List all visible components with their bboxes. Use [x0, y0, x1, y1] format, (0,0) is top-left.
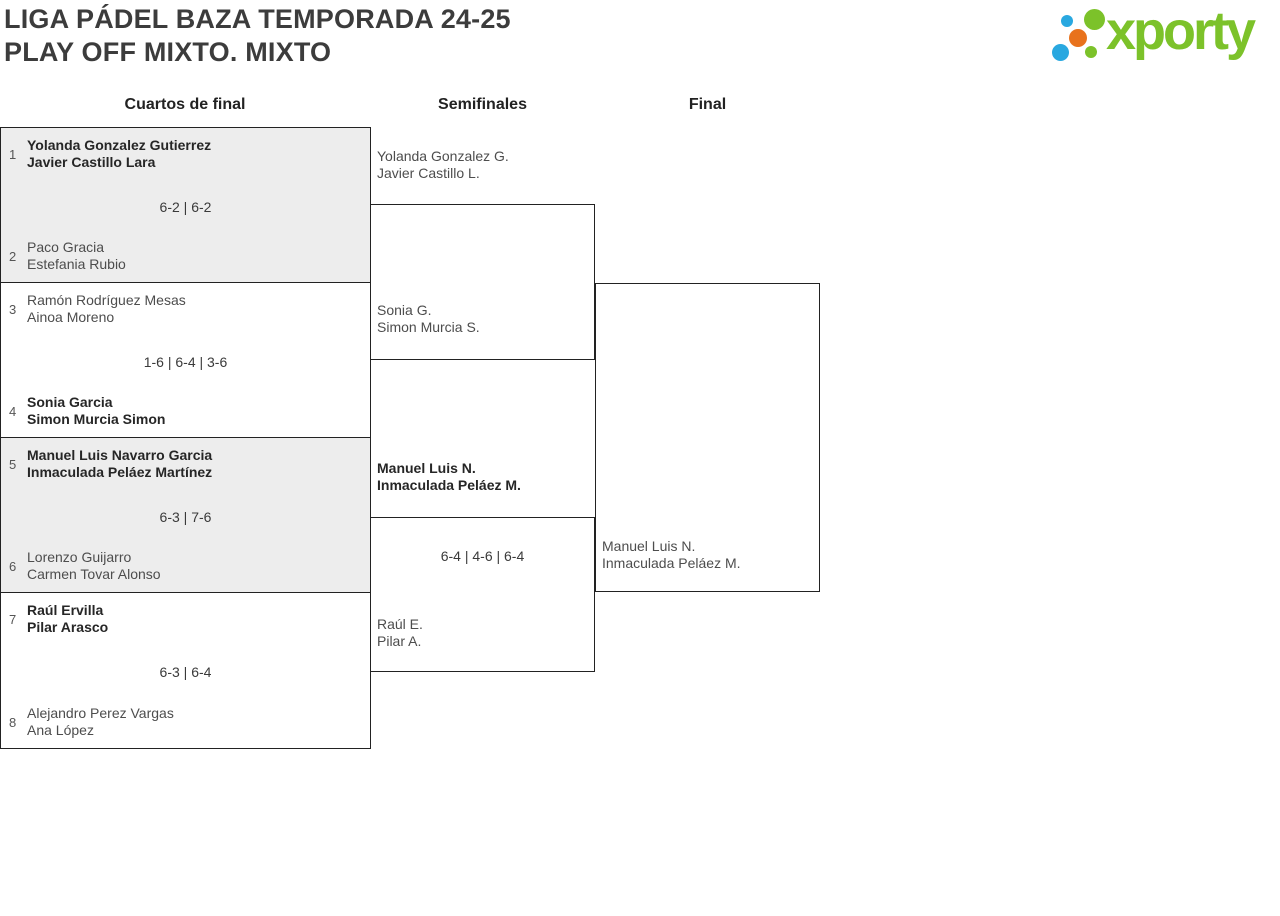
player-name: Raúl E.: [377, 616, 423, 632]
round-header-final: Final: [688, 96, 727, 113]
player-name: Javier Castillo Lara: [27, 154, 156, 170]
seed-number: 4: [9, 403, 17, 419]
qf-match-4: 7 Raúl Ervilla Pilar Arasco 6-3 | 6-4 8 …: [0, 592, 371, 749]
player-name: Simon Murcia S.: [377, 319, 480, 335]
page-title: LIGA PÁDEL BAZA TEMPORADA 24-25 PLAY OFF…: [4, 3, 511, 69]
player-name: Estefania Rubio: [27, 256, 126, 272]
player-name: Inmaculada Peláez Martínez: [27, 464, 213, 480]
player-name: Raúl Ervilla: [27, 602, 104, 618]
seed-number: 6: [9, 558, 17, 574]
team-names: Ramón Rodríguez Mesas Ainoa Moreno: [27, 292, 186, 326]
player-name: Paco Gracia: [27, 239, 105, 255]
seed-number: 1: [9, 146, 17, 162]
sf1-top-team: Yolanda Gonzalez G. Javier Castillo L.: [377, 148, 509, 182]
xporty-logo[interactable]: xporty: [1048, 1, 1276, 76]
match-score: 6-3 | 6-4: [159, 664, 212, 680]
logo-dot-green-large-icon: [1084, 9, 1105, 30]
round-header-quarterfinals: Cuartos de final: [124, 96, 246, 113]
team-slot: 4 Sonia Garcia Simon Murcia Simon: [9, 394, 362, 428]
team-names: Lorenzo Guijarro Carmen Tovar Alonso: [27, 549, 161, 583]
player-name: Sonia Garcia: [27, 394, 113, 410]
player-name: Pilar A.: [377, 633, 422, 649]
team-names: Raúl Ervilla Pilar Arasco: [27, 602, 108, 636]
logo-dot-blue-medium-icon: [1052, 44, 1069, 61]
team-names: Yolanda Gonzalez Gutierrez Javier Castil…: [27, 137, 211, 171]
team-names: Sonia Garcia Simon Murcia Simon: [27, 394, 165, 428]
player-name: Carmen Tovar Alonso: [27, 566, 161, 582]
qf-match-2: 3 Ramón Rodríguez Mesas Ainoa Moreno 1-6…: [0, 282, 371, 438]
player-name: Inmaculada Peláez M.: [377, 477, 521, 493]
player-name: Sonia G.: [377, 302, 432, 318]
logo-dot-orange-icon: [1069, 29, 1087, 47]
player-name: Manuel Luis N.: [377, 460, 476, 476]
team-slot: 1 Yolanda Gonzalez Gutierrez Javier Cast…: [9, 137, 362, 171]
player-name: Yolanda Gonzalez Gutierrez: [27, 137, 212, 153]
quarterfinals-column: 1 Yolanda Gonzalez Gutierrez Javier Cast…: [0, 127, 371, 749]
team-slot: 8 Alejandro Perez Vargas Ana López: [9, 705, 362, 739]
player-name: Pilar Arasco: [27, 619, 109, 635]
seed-number: 2: [9, 248, 17, 264]
player-name: Manuel Luis Navarro Garcia: [27, 447, 213, 463]
logo-dot-blue-small-icon: [1061, 15, 1073, 27]
sf1-bottom-team: Sonia G. Simon Murcia S.: [377, 302, 480, 336]
title-line-1: LIGA PÁDEL BAZA TEMPORADA 24-25: [4, 4, 511, 34]
player-name: Ana López: [27, 722, 94, 738]
seed-number: 5: [9, 456, 17, 472]
round-header-semifinals: Semifinales: [438, 96, 527, 113]
player-name: Inmaculada Peláez M.: [602, 555, 741, 571]
match-score: 6-2 | 6-2: [159, 199, 212, 215]
team-slot: 7 Raúl Ervilla Pilar Arasco: [9, 602, 362, 636]
qf-match-1: 1 Yolanda Gonzalez Gutierrez Javier Cast…: [0, 127, 371, 283]
sf-match-2-box: [370, 517, 595, 672]
player-name: Lorenzo Guijarro: [27, 549, 132, 565]
sf-match-1-box: [370, 204, 595, 360]
final-bottom-team: Manuel Luis N. Inmaculada Peláez M.: [602, 538, 741, 572]
seed-number: 3: [9, 301, 17, 317]
sf2-bottom-team: Raúl E. Pilar A.: [377, 616, 423, 650]
logo-wordmark: xporty: [1106, 1, 1256, 61]
player-name: Alejandro Perez Vargas: [27, 705, 174, 721]
team-slot: 3 Ramón Rodríguez Mesas Ainoa Moreno: [9, 292, 362, 326]
team-slot: 2 Paco Gracia Estefania Rubio: [9, 239, 362, 273]
team-names: Paco Gracia Estefania Rubio: [27, 239, 126, 273]
player-name: Ramón Rodríguez Mesas: [27, 292, 186, 308]
player-name: Javier Castillo L.: [377, 165, 480, 181]
qf-match-3: 5 Manuel Luis Navarro Garcia Inmaculada …: [0, 437, 371, 593]
final-match-box: [595, 283, 820, 592]
team-names: Alejandro Perez Vargas Ana López: [27, 705, 174, 739]
match-score: 6-3 | 7-6: [159, 509, 212, 525]
team-names: Manuel Luis Navarro Garcia Inmaculada Pe…: [27, 447, 212, 481]
title-line-2: PLAY OFF MIXTO. MIXTO: [4, 37, 332, 67]
player-name: Manuel Luis N.: [602, 538, 696, 554]
team-slot: 5 Manuel Luis Navarro Garcia Inmaculada …: [9, 447, 362, 481]
sf2-top-team: Manuel Luis N. Inmaculada Peláez M.: [377, 460, 521, 494]
player-name: Ainoa Moreno: [27, 309, 115, 325]
player-name: Yolanda Gonzalez G.: [377, 148, 509, 164]
player-name: Simon Murcia Simon: [27, 411, 166, 427]
seed-number: 7: [9, 611, 17, 627]
logo-dot-green-small-icon: [1085, 46, 1097, 58]
seed-number: 8: [9, 714, 17, 730]
sf2-match-score: 6-4 | 4-6 | 6-4: [440, 548, 525, 564]
team-slot: 6 Lorenzo Guijarro Carmen Tovar Alonso: [9, 549, 362, 583]
match-score: 1-6 | 6-4 | 3-6: [143, 354, 228, 370]
